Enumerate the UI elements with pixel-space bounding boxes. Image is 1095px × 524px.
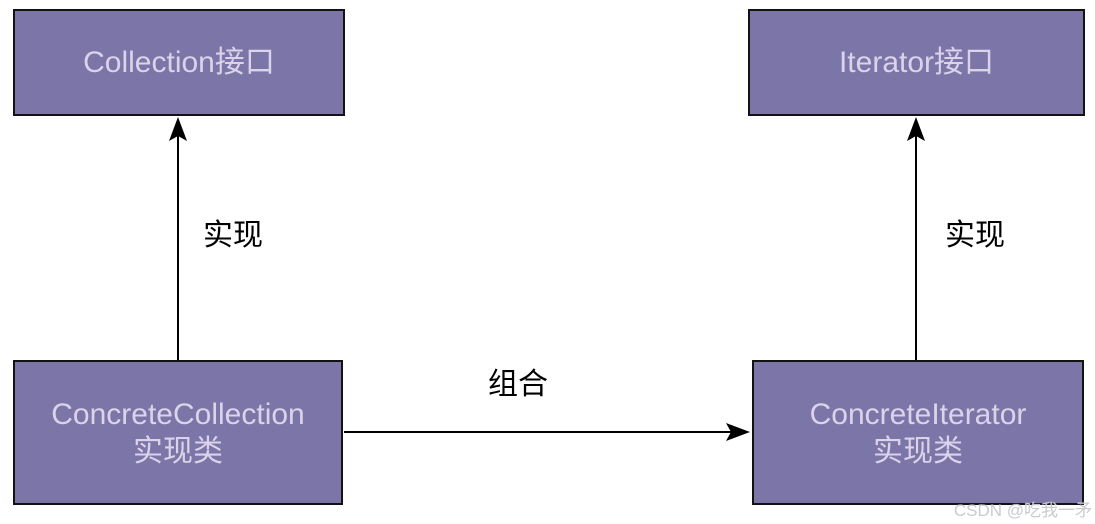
node-label: Collection接口 — [83, 46, 275, 79]
node-concrete-iterator: ConcreteIterator 实现类 — [752, 360, 1084, 505]
node-label: Iterator接口 — [838, 46, 995, 79]
arrow-up-icon — [169, 117, 187, 141]
node-label-line1: ConcreteCollection — [51, 397, 305, 431]
arrow-up-icon — [907, 117, 925, 141]
edge-label-composition: 组合 — [488, 368, 548, 401]
node-label-line2: 实现类 — [873, 434, 963, 468]
node-concrete-collection: ConcreteCollection 实现类 — [13, 360, 343, 505]
edge-label-realize-right: 实现 — [945, 219, 1005, 252]
node-label-line2: 实现类 — [133, 434, 223, 468]
node-collection-interface: Collection接口 — [13, 9, 345, 116]
arrow-right-icon — [726, 423, 750, 441]
csdn-watermark: CSDN @吃我一矛 — [953, 501, 1092, 520]
realize-edge-left — [169, 117, 187, 360]
edge-label-realize-left: 实现 — [203, 219, 263, 252]
composition-edge — [344, 423, 750, 441]
node-label-line1: ConcreteIterator — [809, 397, 1027, 431]
node-iterator-interface: Iterator接口 — [748, 9, 1085, 116]
realize-edge-right — [907, 117, 925, 360]
